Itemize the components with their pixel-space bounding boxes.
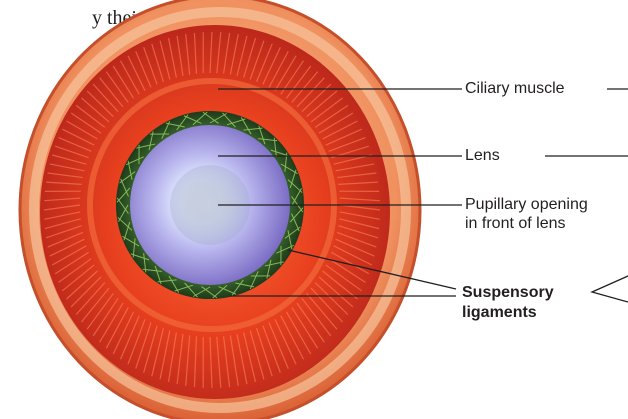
label-ciliary-muscle: Ciliary muscle (465, 79, 565, 98)
ligament-leader-right (592, 276, 628, 302)
label-pupillary-opening-1: Pupillary opening (465, 195, 588, 214)
label-lens: Lens (465, 146, 500, 165)
label-suspensory-2: ligaments (462, 303, 537, 322)
label-suspensory-1: Suspensory (462, 283, 554, 302)
label-pupillary-opening-2: in front of lens (465, 214, 566, 233)
